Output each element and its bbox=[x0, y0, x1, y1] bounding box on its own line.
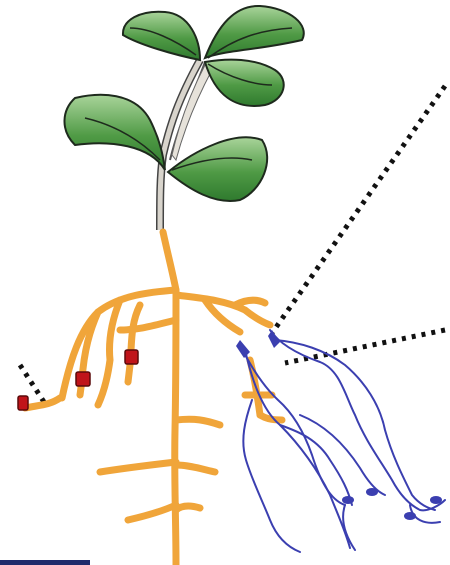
leaf-icon bbox=[205, 60, 284, 106]
leaves bbox=[64, 6, 303, 201]
root-system bbox=[25, 232, 282, 565]
bottom-edge bbox=[0, 560, 90, 565]
nodule-icon bbox=[76, 372, 90, 386]
nodules bbox=[18, 350, 138, 410]
pointer-line-top-right bbox=[272, 86, 445, 333]
nodule-icon bbox=[18, 396, 28, 410]
nodule-icon bbox=[125, 350, 138, 364]
leaf-icon bbox=[64, 95, 165, 170]
leaf-icon bbox=[168, 137, 267, 201]
stem bbox=[160, 60, 212, 230]
root-icon bbox=[163, 232, 176, 565]
